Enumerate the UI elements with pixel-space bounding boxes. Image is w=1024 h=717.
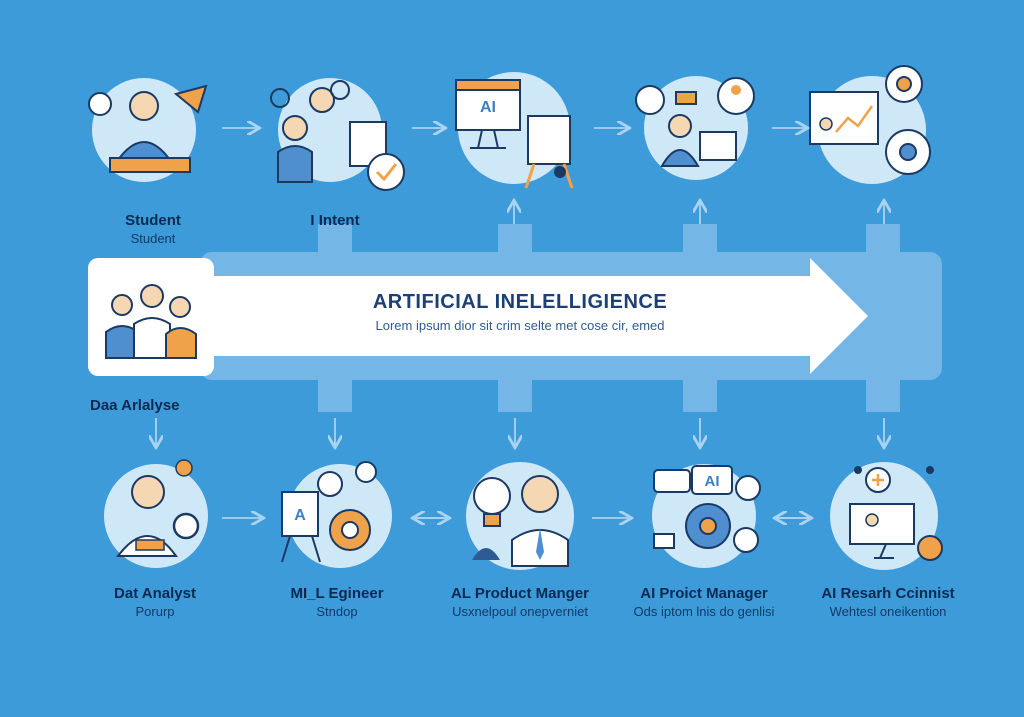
bottom-node-2-graphic: A xyxy=(281,461,392,568)
team-icon xyxy=(105,284,197,359)
top-node-1-graphic xyxy=(88,78,208,182)
top-node-1-label: Student xyxy=(125,212,181,229)
svg-text:AI: AI xyxy=(705,473,720,490)
bottom-node-1-label: Dat Analyst xyxy=(114,585,196,602)
bottom-node-3-label: AL Product Manger xyxy=(450,585,590,602)
diagram-subtitle: Lorem ipsum dior sit crim selte met cose… xyxy=(375,318,665,333)
up-arrows xyxy=(514,202,884,224)
bottom-node-1-sublabel: Porurp xyxy=(135,604,175,619)
svg-text:A: A xyxy=(294,507,306,524)
bottom-node-3-sublabel: Usxnelpoul onepverniet xyxy=(452,604,588,619)
top-node-4-graphic xyxy=(635,76,755,180)
left-card-label: Daa Arlalyse xyxy=(90,397,180,414)
top-node-3-graphic: AI xyxy=(455,72,574,189)
bottom-node-3-graphic xyxy=(466,462,574,570)
bottom-node-4-label: AI Proict Manager xyxy=(640,585,768,602)
diagram-title: ARTIFICIAL INELELLIGIENCE xyxy=(372,291,668,313)
main-arrow xyxy=(200,258,868,374)
bottom-node-2-label: MI_L Egineer xyxy=(290,585,384,602)
bottom-node-1-graphic xyxy=(104,459,208,568)
top-node-1-sublabel: Student xyxy=(130,231,176,246)
bottom-node-5-label: AI Resarh Ccinnist xyxy=(821,585,955,602)
bottom-node-2-sublabel: Stndop xyxy=(316,604,358,619)
top-node-2-label: I Intent xyxy=(310,212,360,229)
top-node-5-graphic xyxy=(809,65,931,184)
bottom-node-5-graphic xyxy=(830,462,943,570)
bottom-node-4-graphic: AI xyxy=(652,464,761,568)
top-node-2-graphic xyxy=(270,78,405,191)
bottom-node-4-sublabel: Ods iptom lnis do genlisi xyxy=(633,604,775,619)
bottom-node-5-sublabel: Wehtesl oneikention xyxy=(829,604,947,619)
down-arrows xyxy=(156,418,884,446)
svg-text:AI: AI xyxy=(480,99,496,116)
